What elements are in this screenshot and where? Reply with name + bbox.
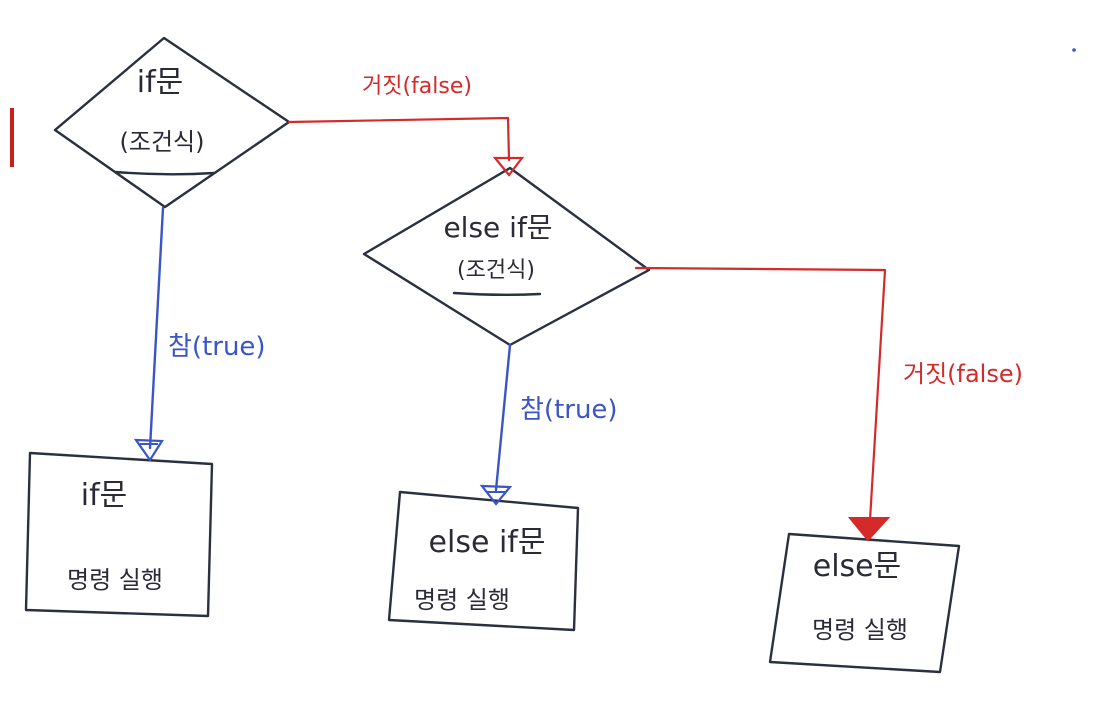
if-decision-underline [114,170,216,176]
else-if-true-arrow: 참(true) [479,343,618,506]
if-false-arrowhead [492,156,525,177]
else-process-line1: else문 [813,549,901,584]
if-process-box: if문 명령 실행 [24,451,214,618]
paper-dot [1072,48,1076,52]
else-if-true-label: 참(true) [520,395,618,425]
else-if-false-arrowhead [847,517,891,542]
else-if-process-line1: else if문 [429,525,546,560]
if-process-line1: if문 [81,478,128,513]
else-if-decision-line1: else if문 [443,211,552,244]
else-if-process-line2: 명령 실행 [414,586,510,614]
else-if-decision-line2: (조건식) [457,258,535,283]
else-if-true-arrowhead [479,484,513,506]
if-false-label: 거짓(false) [362,74,472,99]
else-if-decision-node: else if문 (조건식) [362,166,651,347]
if-true-arrow: 참(true) [133,206,266,462]
else-if-decision-underline [452,291,542,296]
if-false-arrow: 거짓(false) [287,74,525,177]
if-decision-node: if문 (조건식) [53,36,291,209]
if-decision-line1: if문 [137,65,184,100]
if-decision-line2: (조건식) [120,128,205,156]
else-if-process-box: else if문 명령 실행 [387,490,580,632]
else-process-box: else문 명령 실행 [768,532,961,674]
if-true-label: 참(true) [168,332,266,362]
else-process-line2: 명령 실행 [812,616,908,644]
if-true-arrowhead [133,438,164,462]
else-if-false-label: 거짓(false) [903,360,1023,388]
else-if-false-arrow: 거짓(false) [634,266,1023,542]
if-process-line2: 명령 실행 [67,566,163,594]
